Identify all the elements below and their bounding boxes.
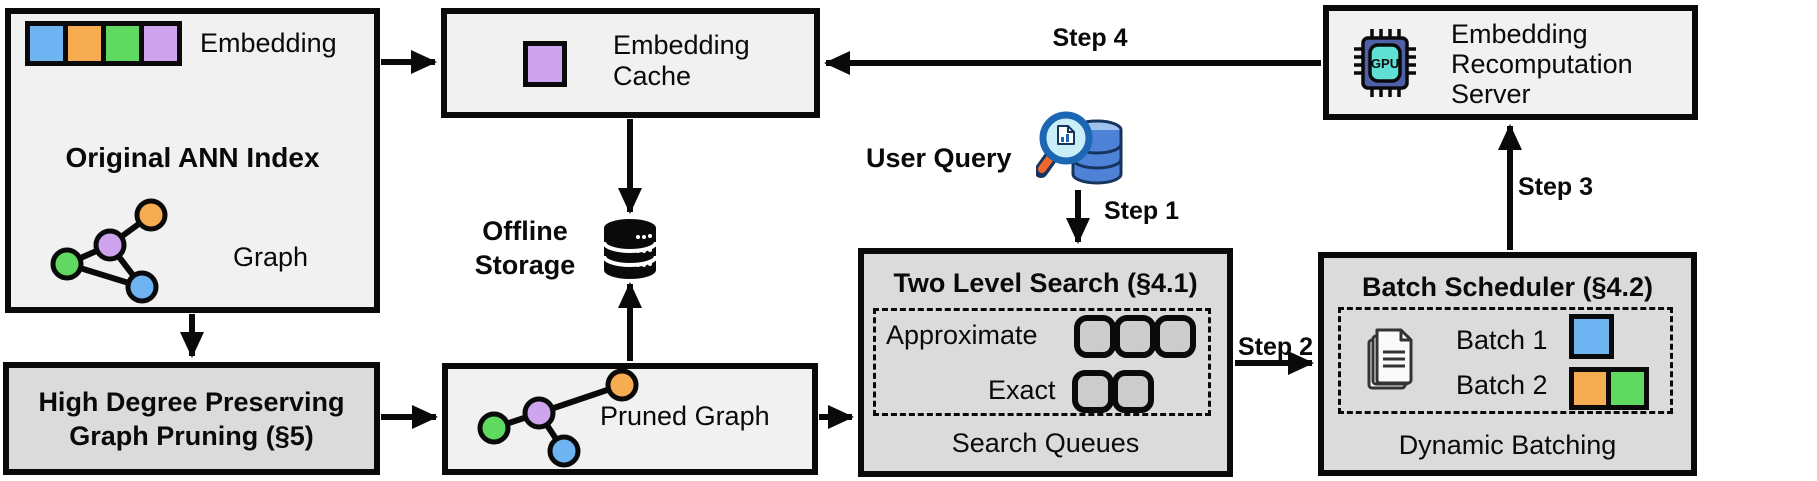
graph-pruning-title-line2: Graph Pruning (§5) xyxy=(69,420,314,451)
batch2-green-square-icon xyxy=(1606,367,1649,410)
user-query-label: User Query xyxy=(866,143,1012,173)
two-level-search-title: Two Level Search (§4.1) xyxy=(893,268,1198,298)
pruned-graph-icon xyxy=(477,369,639,468)
pruned-graph-box: Pruned Graph xyxy=(442,363,818,475)
server-line2: Recomputation xyxy=(1451,49,1633,79)
original-ann-index-title: Original ANN Index xyxy=(65,142,320,173)
graph-pruning-box: High Degree Preserving Graph Pruning (§5… xyxy=(3,362,380,475)
search-queues-caption: Search Queues xyxy=(951,428,1140,458)
offline-storage-label: Offline Storage xyxy=(455,214,595,282)
embedding-vector-icon xyxy=(25,21,182,66)
pruned-graph-label: Pruned Graph xyxy=(600,401,770,431)
embedding-swatch-orange-icon xyxy=(63,21,106,66)
queue-slot-icon xyxy=(1072,370,1114,413)
queue-slot-icon xyxy=(1074,315,1116,358)
gpu-chip-icon: GPU xyxy=(1354,29,1416,97)
graph-label: Graph xyxy=(233,242,309,272)
approximate-label: Approximate xyxy=(886,320,1038,350)
embedding-swatch-blue-icon xyxy=(25,21,68,66)
dynamic-batching-caption: Dynamic Batching xyxy=(1398,430,1617,460)
offline-storage-line1: Offline xyxy=(482,216,568,246)
graph-pruning-title-line1: High Degree Preserving xyxy=(38,386,345,417)
batch1-blue-square-icon xyxy=(1569,314,1614,359)
original-ann-index-box: Embedding Original ANN Index Graph xyxy=(5,8,380,313)
server-line1: Embedding xyxy=(1451,19,1588,49)
dynamic-batching-panel: Batch 1 Batch 2 xyxy=(1338,307,1673,414)
embedding-swatch-purple-icon xyxy=(139,21,182,66)
embedding-label: Embedding xyxy=(200,28,337,58)
exact-queue-slots xyxy=(1072,370,1154,413)
batch2-label: Batch 2 xyxy=(1456,370,1548,400)
batch-scheduler-title: Batch Scheduler (§4.2) xyxy=(1361,272,1654,302)
offline-storage-line2: Storage xyxy=(474,250,576,280)
queue-slot-icon xyxy=(1154,315,1196,358)
original-graph-icon xyxy=(50,198,168,304)
cached-embedding-icon xyxy=(523,41,567,87)
queue-slot-icon xyxy=(1114,315,1156,358)
offline-storage-database-icon xyxy=(602,219,658,279)
embedding-swatch-green-icon xyxy=(101,21,144,66)
exact-label: Exact xyxy=(988,375,1056,405)
embedding-row: Embedding xyxy=(25,21,337,66)
query-documents-icon xyxy=(1367,328,1413,390)
batch-scheduler-box: Batch Scheduler (§4.2) Batch 1 Batch 2 D… xyxy=(1318,252,1697,476)
batch2-orange-square-icon xyxy=(1569,367,1611,410)
server-line3: Server xyxy=(1451,79,1531,109)
step1-label: Step 1 xyxy=(1104,197,1180,225)
embedding-cache-title: Embedding Cache xyxy=(613,30,750,92)
queue-slot-icon xyxy=(1112,370,1154,413)
step2-label: Step 2 xyxy=(1238,333,1314,361)
recomputation-server-title: Embedding Recomputation Server xyxy=(1451,19,1633,109)
embedding-cache-box: Embedding Cache xyxy=(441,8,820,118)
search-queues-panel: Approximate Exact xyxy=(873,308,1211,416)
gpu-chip-label: GPU xyxy=(1371,56,1399,71)
approximate-queue-slots xyxy=(1074,315,1196,358)
embedding-cache-line2: Cache xyxy=(613,61,692,91)
two-level-search-box: Two Level Search (§4.1) Approximate Exac… xyxy=(858,248,1233,477)
step4-label: Step 4 xyxy=(1052,24,1128,52)
batch1-label: Batch 1 xyxy=(1456,325,1548,355)
user-query-icon xyxy=(1036,111,1123,185)
step3-label: Step 3 xyxy=(1518,173,1594,201)
embedding-cache-line1: Embedding xyxy=(613,30,750,60)
recomputation-server-box: GPU Embedding Recomputation Server xyxy=(1323,5,1698,120)
